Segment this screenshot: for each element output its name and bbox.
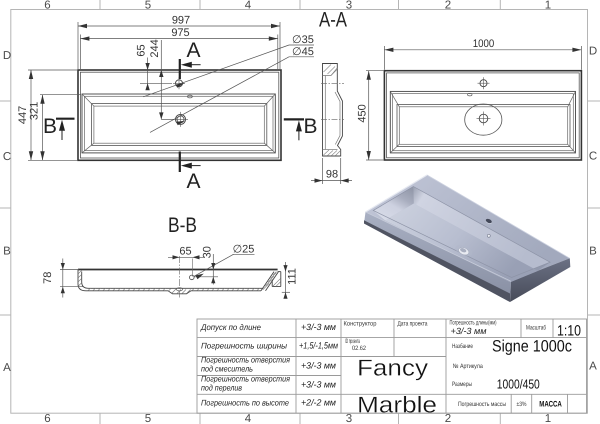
- svg-text:6: 6: [44, 0, 50, 12]
- svg-text:под смеситель: под смеситель: [201, 365, 253, 374]
- svg-text:4: 4: [245, 413, 252, 424]
- svg-text:30: 30: [202, 246, 214, 258]
- svg-text:+2/-2 мм: +2/-2 мм: [301, 398, 336, 408]
- svg-text:Погрешность ширины: Погрешность ширины: [201, 342, 287, 351]
- svg-text:Погрешность по высоте: Погрешность по высоте: [201, 399, 289, 408]
- svg-text:2: 2: [445, 413, 451, 424]
- svg-text:Signe 1000c: Signe 1000c: [492, 338, 572, 356]
- svg-text:5: 5: [145, 0, 151, 12]
- svg-text:B: B: [3, 246, 11, 258]
- svg-text:Размеры: Размеры: [452, 381, 472, 388]
- svg-text:6: 6: [44, 413, 50, 424]
- svg-text:Назбание: Назбание: [452, 343, 473, 350]
- svg-text:±3%: ±3%: [517, 401, 527, 408]
- svg-text:∅25: ∅25: [233, 243, 255, 255]
- svg-text:Конструктор: Конструктор: [344, 321, 377, 328]
- svg-text:+3/-3 мм: +3/-3 мм: [301, 361, 336, 371]
- svg-text:1: 1: [545, 0, 551, 12]
- svg-text:под перелив: под перелив: [201, 384, 243, 393]
- svg-text:1000/450: 1000/450: [497, 377, 540, 392]
- svg-text:3: 3: [346, 413, 352, 424]
- svg-text:Погрешность отверстия: Погрешность отверстия: [201, 375, 291, 384]
- svg-text:C: C: [3, 151, 11, 163]
- svg-text:98: 98: [326, 169, 338, 181]
- svg-text:∅35: ∅35: [292, 34, 314, 46]
- svg-text:5: 5: [145, 413, 151, 424]
- svg-text:244: 244: [149, 39, 161, 57]
- svg-text:78: 78: [42, 272, 54, 284]
- svg-text:B: B: [303, 115, 317, 138]
- svg-text:Допуск по длине: Допуск по длине: [200, 323, 261, 332]
- svg-text:Marble: Marble: [357, 392, 437, 418]
- svg-text:B: B: [43, 115, 57, 138]
- svg-text:МАССА: МАССА: [539, 400, 562, 409]
- svg-text:2: 2: [445, 0, 451, 12]
- svg-text:+3/-3 мм: +3/-3 мм: [451, 326, 487, 336]
- svg-text:ID проекта: ID проекта: [345, 338, 360, 345]
- svg-text:Погрешность массы: Погрешность массы: [458, 401, 506, 408]
- svg-text:B-B: B-B: [168, 214, 197, 237]
- svg-text:1000: 1000: [473, 38, 495, 50]
- svg-text:№ Артикула: № Артикула: [453, 363, 483, 370]
- svg-text:Погрешность длины(мм): Погрешность длины(мм): [450, 320, 497, 327]
- svg-text:975: 975: [171, 27, 189, 39]
- svg-text:321: 321: [29, 102, 41, 120]
- svg-text:1: 1: [545, 413, 551, 424]
- svg-text:447: 447: [17, 106, 29, 124]
- svg-text:+1,5/-1,5мм: +1,5/-1,5мм: [299, 341, 338, 351]
- svg-text:1:10: 1:10: [557, 323, 581, 340]
- svg-text:4: 4: [245, 0, 252, 12]
- svg-text:Fancy: Fancy: [357, 354, 429, 380]
- svg-text:3: 3: [346, 0, 352, 12]
- svg-text:∅45: ∅45: [292, 46, 314, 58]
- svg-text:65: 65: [179, 246, 191, 258]
- svg-text:D: D: [3, 50, 11, 62]
- svg-text:A-A: A-A: [319, 9, 347, 32]
- svg-text:+3/-3 мм: +3/-3 мм: [301, 380, 336, 390]
- svg-text:D: D: [589, 46, 597, 58]
- svg-text:A: A: [3, 362, 11, 374]
- svg-text:C: C: [589, 151, 597, 163]
- svg-text:Масштаб: Масштаб: [526, 325, 546, 332]
- svg-text:A: A: [186, 170, 200, 193]
- svg-text:111: 111: [287, 268, 299, 285]
- svg-text:+3/-3 мм: +3/-3 мм: [301, 322, 336, 332]
- svg-text:A: A: [186, 39, 200, 62]
- svg-text:B: B: [589, 246, 597, 258]
- svg-text:A: A: [589, 361, 597, 373]
- svg-text:02.62: 02.62: [352, 345, 366, 352]
- svg-text:65: 65: [136, 44, 148, 56]
- svg-text:997: 997: [172, 15, 190, 27]
- svg-text:450: 450: [357, 104, 369, 122]
- svg-text:Погрешность отверстия: Погрешность отверстия: [201, 356, 291, 365]
- svg-text:Дата проекта: Дата проекта: [398, 321, 428, 328]
